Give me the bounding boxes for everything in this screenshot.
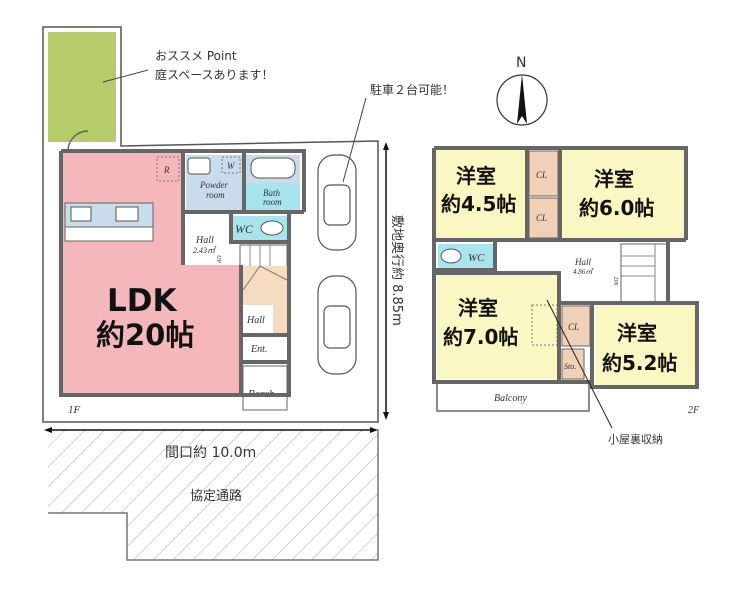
svg-text:Sto.: Sto. [564,362,576,371]
garden-area [48,32,116,142]
garden-note-1: おススメ Point [155,49,237,63]
garden-note-2: 庭スペースあります！ [155,67,274,82]
floor-2: CL CL WC Hall 4.86㎡ DN CL Sto. Balcony 小… [432,146,700,446]
attic-storage-label: 小屋裏収納 [608,432,663,446]
room-4-5 [436,150,526,238]
svg-text:CL: CL [536,213,547,223]
car-icon [317,154,357,251]
toilet-icon [260,220,284,236]
hall-2f-label: Hall [574,257,592,267]
parking-note: 駐車２台可能！ [370,82,454,97]
room-4-5-size: 約4.5帖 [441,192,516,216]
toilet-icon [440,248,462,264]
room-7-0-name: 洋室 [458,296,498,320]
svg-text:R: R [163,165,170,175]
svg-text:UP: UP [215,255,221,263]
hall2-label: Hall [246,315,265,326]
room-6-0 [561,150,685,238]
depth-label: 敷地奥行約 8.85m [389,215,404,326]
room-5-2-size: 約5.2帖 [602,351,677,375]
storage [561,348,585,380]
svg-text:W: W [227,161,236,171]
svg-text:WC: WC [468,252,485,264]
north-compass-icon: N [496,55,548,126]
room-5-2 [595,305,695,385]
frontage-label: 間口約 10.0m [165,445,256,461]
bathtub-icon [250,157,296,179]
room-6-0-size: 約6.0帖 [579,196,654,220]
room-5-2-name: 洋室 [617,321,657,345]
svg-text:2.43㎡: 2.43㎡ [193,246,217,255]
garden-leader [102,69,149,83]
shoe-cabinet [273,305,287,335]
road-area [48,429,378,560]
entrance-label: Ent. [250,344,267,355]
svg-text:CL: CL [536,170,547,180]
room-4-5-name: 洋室 [456,164,496,188]
floor-2-label: 2F [688,405,700,416]
washbasin-icon [187,157,211,175]
powder-room-label: Powder [199,180,228,190]
ldk-label: LDK [107,283,177,319]
stove-icon [70,206,92,222]
washer-icon [221,156,241,174]
floor-1: R W Powder room Bath room WC Hall 2.43㎡ … [59,130,306,416]
svg-text:room: room [206,190,225,200]
svg-text:N: N [516,55,526,71]
svg-text:DN: DN [612,276,618,286]
svg-text:4.86㎡: 4.86㎡ [573,267,594,276]
bath-room-label: Bath [263,188,280,198]
car-icon [317,275,357,375]
sink-icon [115,206,139,222]
floor-1-label: 1F [68,404,81,416]
room-7-0 [437,275,558,379]
room-6-0-name: 洋室 [594,167,634,191]
ldk-size: 約20帖 [96,318,194,352]
svg-text:room: room [263,197,282,207]
hall-label: Hall [195,235,214,246]
svg-text:Balcony: Balcony [494,393,527,404]
room-7-0-size: 約7.0帖 [443,325,518,349]
svg-text:CL: CL [568,322,579,332]
svg-text:WC: WC [235,222,254,236]
road-label: 協定通路 [190,488,242,504]
closet [528,197,559,239]
fridge-icon [156,156,180,182]
site-boundary [42,26,379,423]
staircase-2f [620,243,668,303]
